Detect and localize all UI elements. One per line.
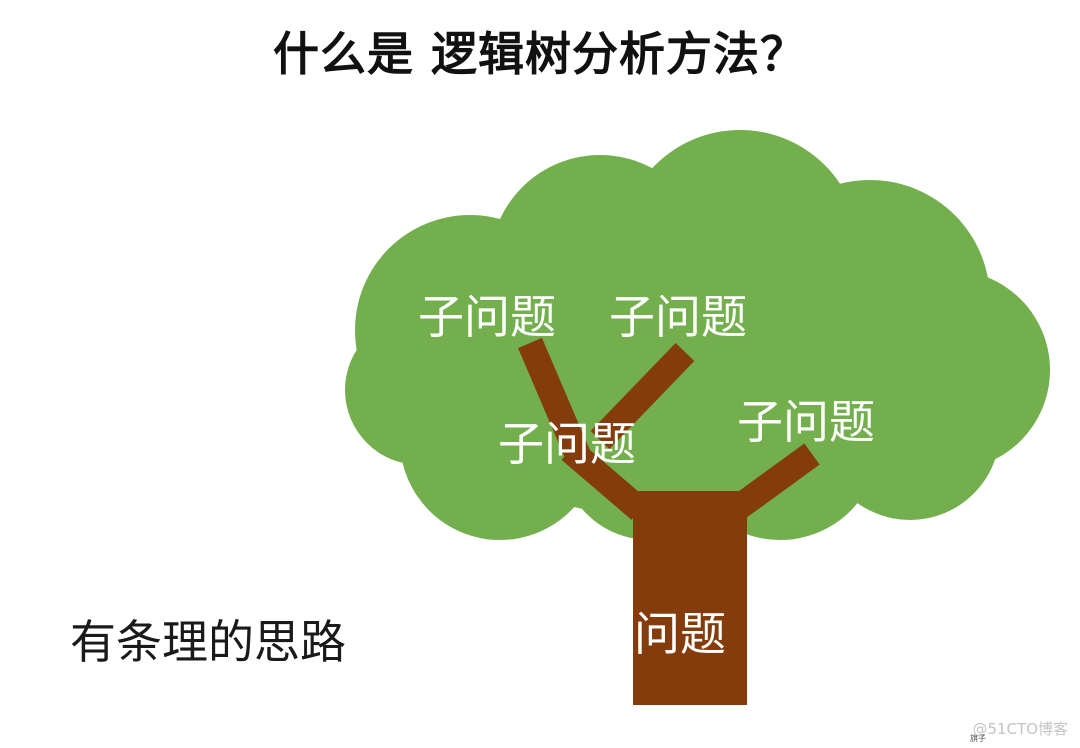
branch-left-main [561, 440, 649, 520]
watermark: @51CTO博客 [972, 720, 1068, 738]
tree-branches [518, 337, 820, 521]
branch-left-upper [518, 337, 592, 466]
branch-right [727, 443, 820, 521]
small-mark: 旗子 [970, 734, 986, 743]
tree-trunk [633, 491, 747, 705]
sub-problem-label-top-right: 子问题 [609, 290, 747, 344]
sub-problem-label-middle: 子问题 [498, 417, 636, 471]
branch-middle-upper [590, 342, 695, 450]
page-title: 什么是 逻辑树分析方法？ [272, 27, 807, 81]
tree-canopy [345, 130, 1050, 540]
caption-text: 有条理的思路 [70, 615, 346, 669]
sub-problem-label-right: 子问题 [737, 395, 875, 449]
sub-problem-label-top-left: 子问题 [418, 290, 556, 344]
root-problem-label: 问题 [634, 607, 726, 661]
